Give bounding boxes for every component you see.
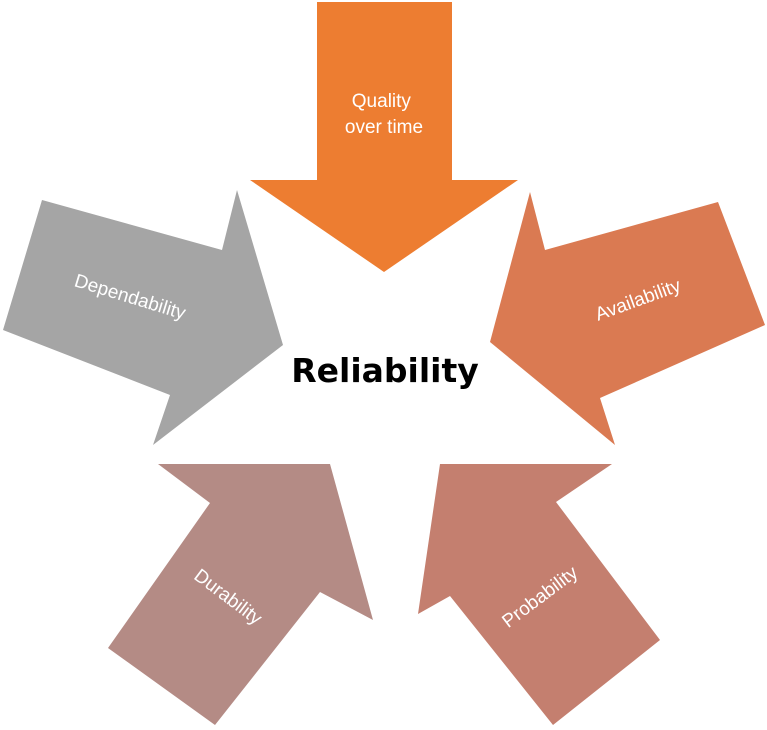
arrow-quality-label-line-2: over time	[345, 117, 423, 138]
arrow-quality-label-line-1: Quality	[352, 91, 412, 112]
arrow-dependability: Dependability	[3, 190, 283, 445]
center-title: Reliability	[291, 351, 479, 390]
arrow-durability: Durability	[108, 464, 373, 725]
arrow-durability-shape	[108, 464, 373, 725]
arrow-availability: Availability	[490, 192, 765, 445]
arrow-probability-shape	[418, 464, 660, 725]
arrow-availability-shape	[490, 192, 765, 445]
arrow-quality-shape	[250, 2, 518, 272]
arrow-quality-label: Quality over time	[345, 91, 423, 138]
arrow-dependability-shape	[3, 190, 283, 445]
arrow-probability: Probability	[418, 464, 660, 725]
arrow-quality: Quality over time	[250, 2, 518, 272]
